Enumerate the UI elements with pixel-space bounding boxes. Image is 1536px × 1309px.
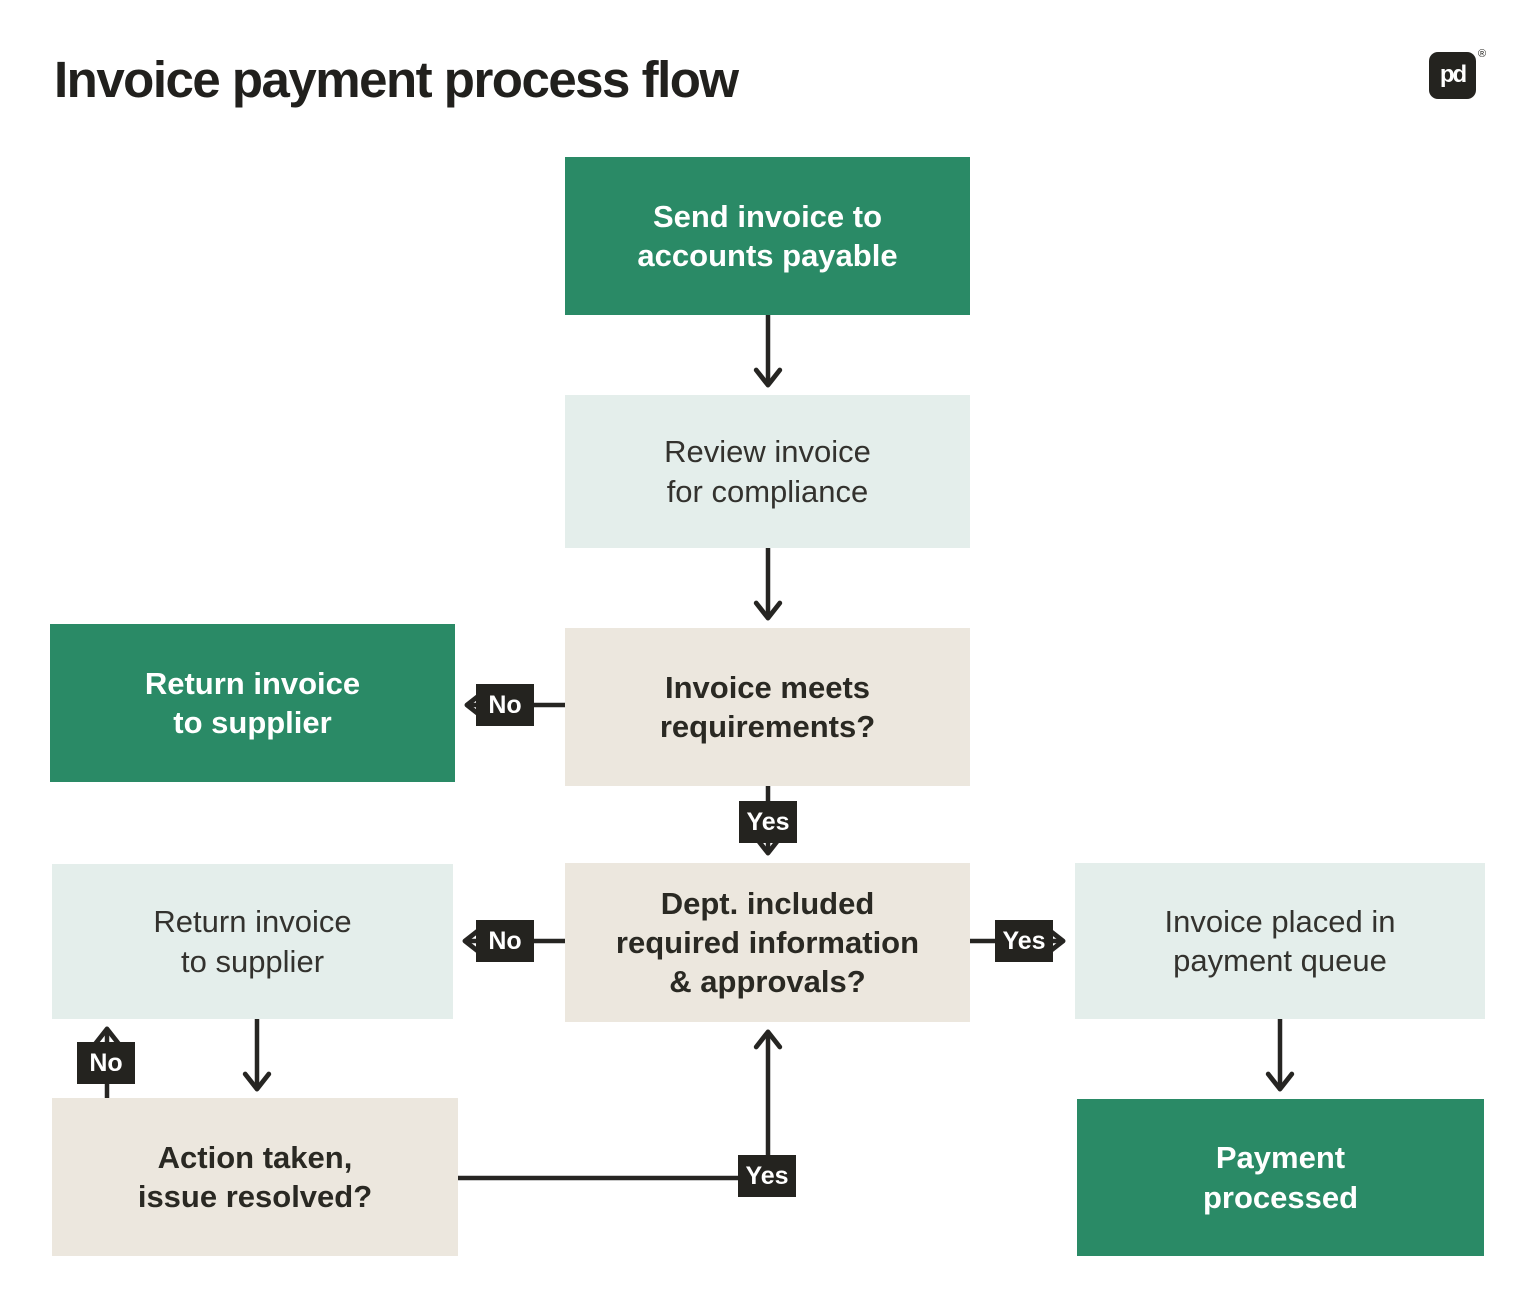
node-return-invoice-supplier-green: Return invoice to supplier bbox=[50, 624, 455, 782]
edge-label-yes-dept-included: Yes bbox=[995, 920, 1053, 962]
edge-label-no-meets-requirements: No bbox=[476, 684, 534, 726]
node-dept-included-info: Dept. included required information & ap… bbox=[565, 863, 970, 1022]
connector-action-yes-to-dept bbox=[458, 1029, 783, 1181]
edge-label-no-action-taken: No bbox=[77, 1042, 135, 1084]
node-action-taken: Action taken, issue resolved? bbox=[52, 1098, 458, 1256]
pandadoc-logo-icon: pd bbox=[1429, 52, 1476, 99]
page-title: Invoice payment process flow bbox=[54, 51, 739, 108]
node-invoice-payment-queue: Invoice placed in payment queue bbox=[1075, 863, 1485, 1019]
node-review-invoice: Review invoice for compliance bbox=[565, 395, 970, 548]
edge-label-no-dept-included: No bbox=[476, 920, 534, 962]
node-payment-processed: Payment processed bbox=[1077, 1099, 1484, 1256]
node-return-invoice-supplier-light: Return invoice to supplier bbox=[52, 864, 453, 1019]
edge-label-yes-action-taken: Yes bbox=[738, 1155, 796, 1197]
node-invoice-meets-requirements: Invoice meets requirements? bbox=[565, 628, 970, 786]
node-send-invoice: Send invoice to accounts payable bbox=[565, 157, 970, 315]
pandadoc-logo: pd ® bbox=[1429, 48, 1489, 112]
registered-trademark-symbol: ® bbox=[1478, 48, 1487, 60]
pandadoc-logo-mark: pd bbox=[1439, 60, 1467, 88]
edge-label-yes-meets-requirements: Yes bbox=[739, 801, 797, 843]
